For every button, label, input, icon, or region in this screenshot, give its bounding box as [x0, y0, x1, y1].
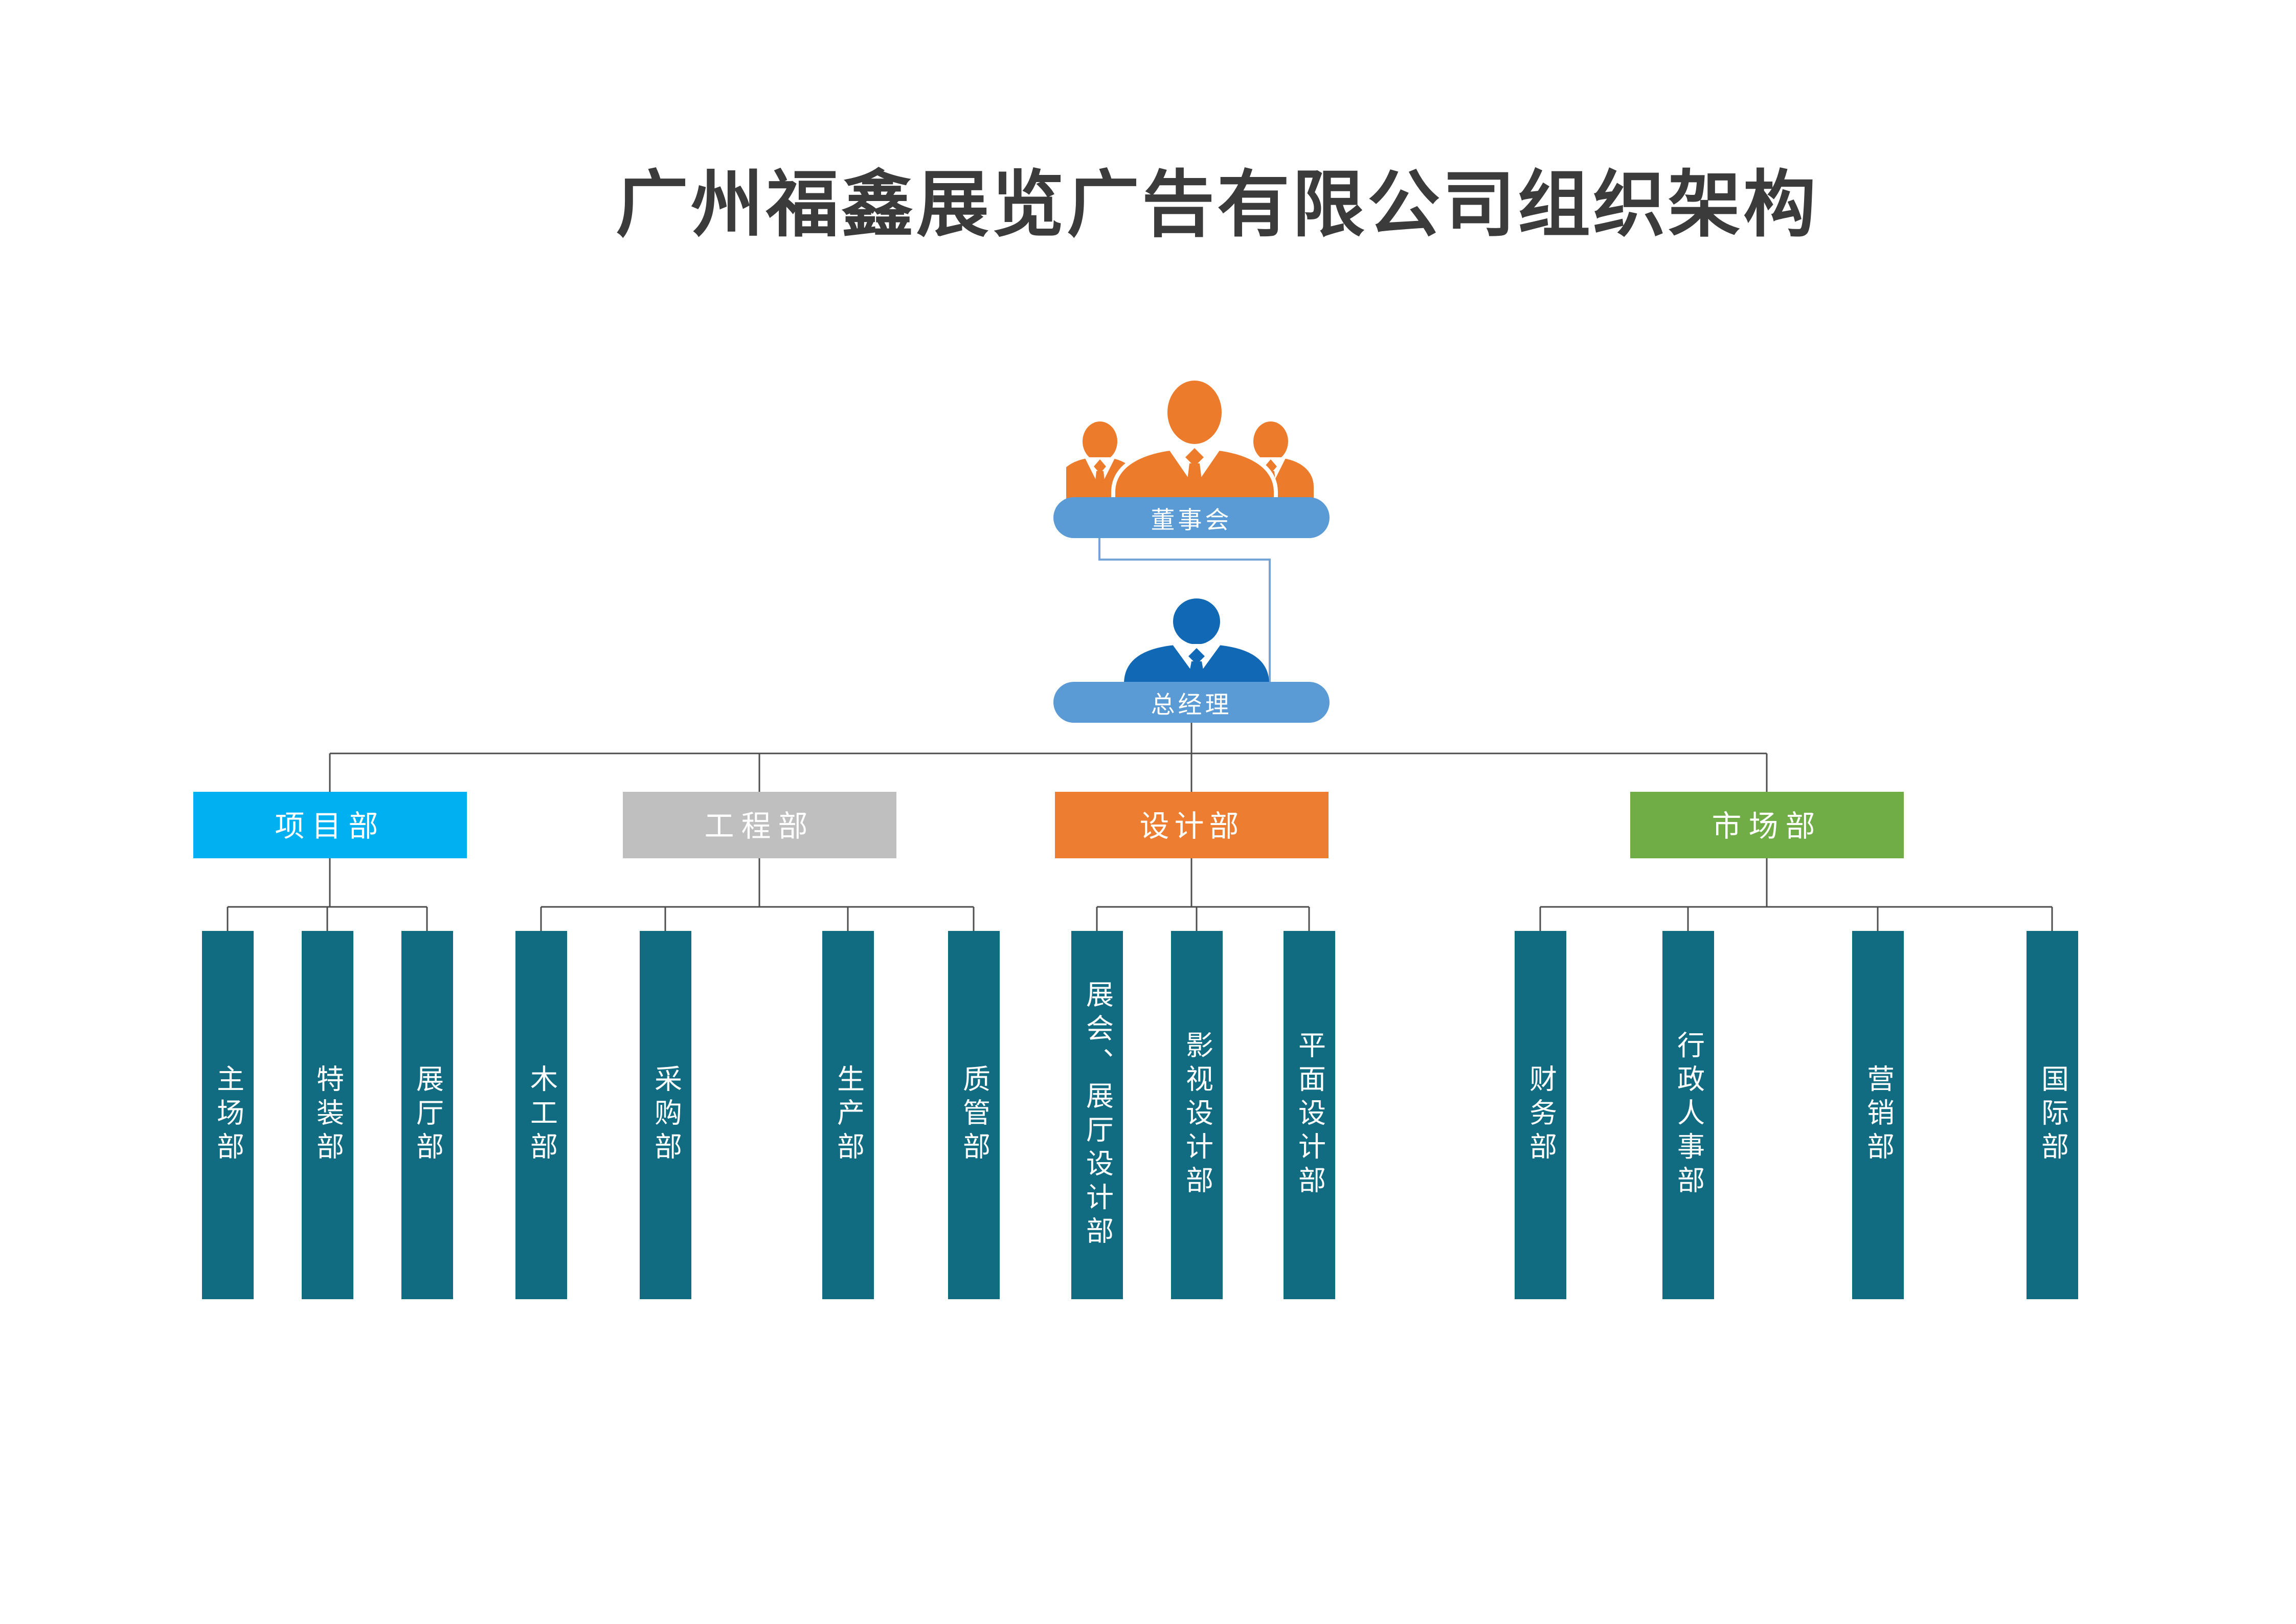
dept-node-project: 项目部 — [193, 792, 467, 858]
dept-node-design: 设计部 — [1055, 792, 1329, 858]
subdept-label: 行政人事部 — [1673, 1031, 1704, 1199]
subdept-bar-marketing-0: 财务部 — [1515, 931, 1566, 1299]
board-people-icon — [1066, 376, 1314, 505]
subdept-bar-project-2: 展厅部 — [401, 931, 453, 1299]
connector-design-group — [1096, 858, 1310, 932]
subdept-bar-design-2: 平面设计部 — [1284, 931, 1335, 1299]
subdept-label: 主场部 — [212, 1064, 243, 1166]
subdept-label: 特装部 — [312, 1064, 343, 1166]
dept-label-project: 项目部 — [275, 810, 386, 843]
dept-label-engineering: 工程部 — [704, 810, 815, 843]
dept-node-engineering: 工程部 — [623, 792, 896, 858]
subdept-bar-marketing-1: 行政人事部 — [1662, 931, 1714, 1299]
connector-engineering-group — [540, 858, 975, 932]
subdept-label: 生产部 — [832, 1064, 864, 1166]
manager-node: 总经理 — [1053, 682, 1330, 723]
board-node: 董事会 — [1053, 497, 1330, 538]
subdept-bar-marketing-2: 营销部 — [1852, 931, 1904, 1299]
connector-board-to-manager — [1098, 537, 1271, 683]
subdept-bar-engineering-3: 质管部 — [948, 931, 1000, 1299]
subdept-label: 影视设计部 — [1181, 1031, 1212, 1199]
subdept-label: 国际部 — [2037, 1064, 2068, 1166]
dept-label-design: 设计部 — [1139, 810, 1244, 843]
board-node-label: 董事会 — [1151, 506, 1232, 533]
connector-project-group — [227, 858, 428, 932]
connector-marketing-group — [1539, 858, 2053, 932]
subdept-bar-marketing-3: 国际部 — [2027, 931, 2078, 1299]
subdept-bar-project-1: 特装部 — [302, 931, 353, 1299]
subdept-bar-engineering-1: 采购部 — [640, 931, 691, 1299]
subdept-label: 质管部 — [958, 1064, 989, 1166]
manager-node-label: 总经理 — [1151, 691, 1232, 718]
subdept-label: 营销部 — [1862, 1064, 1894, 1166]
subdept-bar-engineering-0: 木工部 — [515, 931, 567, 1299]
dept-label-marketing: 市场部 — [1712, 810, 1822, 843]
dept-node-marketing: 市场部 — [1630, 792, 1904, 858]
subdept-label: 展会、展厅设计部 — [1082, 980, 1113, 1250]
page-title: 广州福鑫展览广告有限公司组织架构 — [616, 164, 1818, 246]
manager-person-icon — [1124, 598, 1269, 684]
subdept-label: 采购部 — [650, 1064, 681, 1166]
subdept-bar-design-1: 影视设计部 — [1171, 931, 1223, 1299]
subdept-label: 展厅部 — [412, 1064, 443, 1166]
subdept-label: 财务部 — [1525, 1064, 1556, 1166]
subdept-label: 木工部 — [526, 1064, 557, 1166]
subdept-label: 平面设计部 — [1294, 1031, 1325, 1199]
subdept-bar-project-0: 主场部 — [202, 931, 254, 1299]
subdept-bar-engineering-2: 生产部 — [822, 931, 874, 1299]
subdept-bar-design-0: 展会、展厅设计部 — [1071, 931, 1123, 1299]
